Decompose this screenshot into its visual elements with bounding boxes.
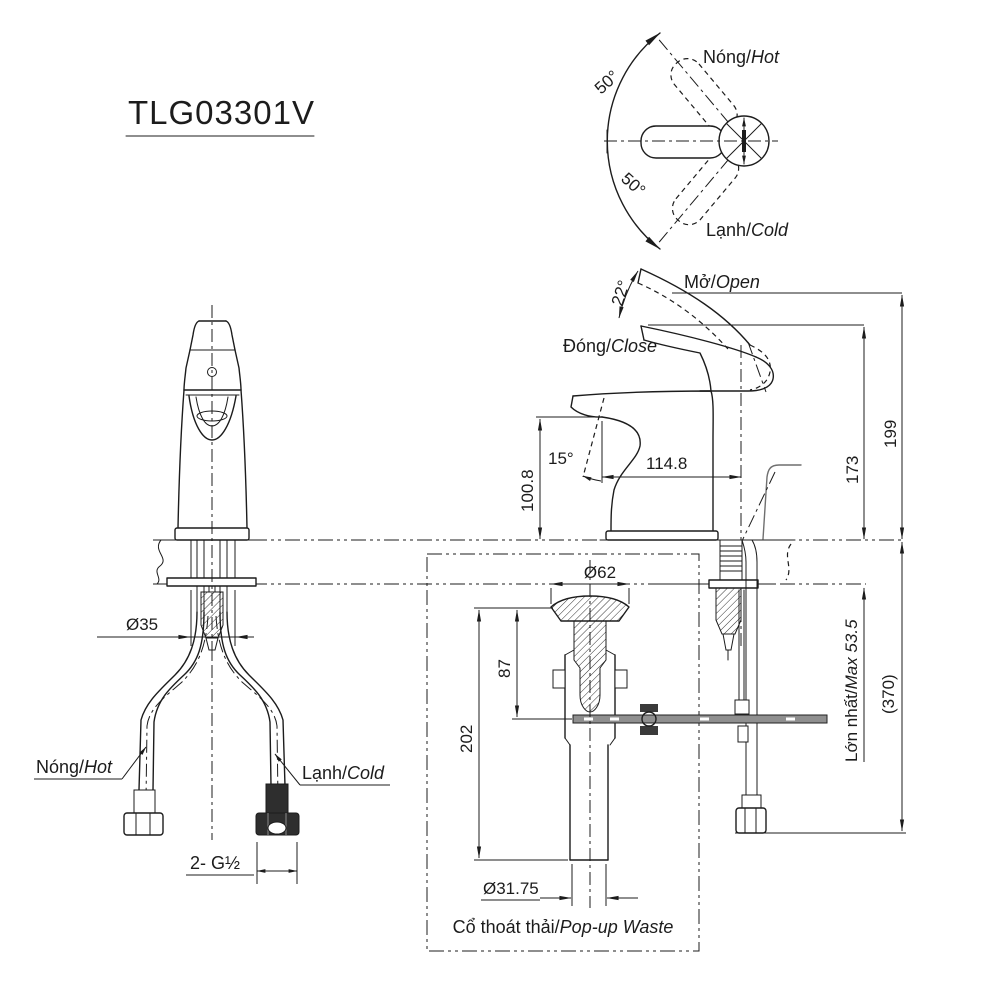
open-lever-top	[640, 268, 751, 346]
open-lever-bottom	[637, 282, 729, 350]
lift-rod	[762, 464, 802, 540]
hot-label-front: Nóng/Hot	[36, 757, 113, 777]
max-counter-dim: Lớn nhất/Max 53.5	[842, 619, 861, 762]
counter-lines	[153, 539, 903, 585]
handle-center-position	[640, 125, 726, 159]
open-angle: 22°	[608, 278, 634, 308]
waste-length-dim: 202	[457, 725, 476, 753]
handle-cold-position	[658, 39, 745, 142]
spout-angle-ref	[582, 397, 605, 478]
spout-underside	[601, 416, 641, 532]
front-view: Ø35 Nóng/Hot Lạnh/Cold 2- G½	[34, 305, 390, 884]
hose-right-inner	[219, 611, 272, 787]
spout-arch-outer	[188, 395, 237, 441]
popup-boundary-box	[426, 553, 700, 952]
total-height-dim: 199	[881, 420, 900, 448]
body-right-profile	[572, 390, 714, 532]
handle-hot-position	[658, 140, 745, 243]
cold-label-top: Lạnh/Cold	[706, 220, 789, 240]
spout-tip	[570, 395, 603, 418]
model-number: TLG03301V	[128, 94, 315, 131]
pipe-dia-dim: Ø31.75	[483, 879, 539, 898]
handle-right	[234, 349, 242, 391]
rod-ball-joint	[641, 711, 657, 727]
rod-clevis	[734, 699, 750, 715]
handle-left	[183, 349, 191, 391]
flange-dia-dim: Ø62	[584, 563, 616, 582]
side-washer	[708, 579, 759, 589]
hose-nut-left	[123, 812, 164, 836]
side-view: 22° Mở/Open Đóng/Close 15° 100.8 114.8 1…	[518, 268, 906, 834]
spout-reach-dim: 114.8	[646, 454, 687, 473]
hose-coupling-side	[741, 794, 762, 809]
hose-right-outer	[226, 611, 286, 787]
open-cap	[749, 344, 771, 391]
top-view: 50° 50° Nóng/Hot Lạnh/Cold	[591, 32, 789, 250]
side-lock-nut	[715, 587, 742, 635]
insert-depth-dim: 87	[495, 659, 514, 678]
body-right	[240, 389, 248, 529]
rod-clamp-upper	[640, 704, 658, 712]
cold-label-front: Lạnh/Cold	[302, 763, 385, 783]
left-break-line	[156, 539, 164, 585]
closed-cap	[699, 356, 775, 392]
spout-angle: 15°	[548, 449, 574, 468]
open-label: Mở/Open	[684, 272, 760, 292]
hose-sleeve-right	[265, 783, 289, 815]
swing-angle-upper: 50°	[591, 67, 623, 98]
hose-left-outer	[138, 611, 198, 791]
housing-tab-right	[614, 669, 628, 689]
hose-nut-side	[735, 807, 767, 834]
popup-waste-caption: Cổ thoát thải/Pop-up Waste	[453, 917, 674, 937]
hole-dia-dim: Ø35	[126, 615, 158, 634]
handle-height-dim: 173	[843, 456, 862, 484]
close-label: Đóng/Close	[563, 336, 657, 356]
title-block: TLG03301V	[125, 94, 315, 137]
swing-angle-lower: 50°	[617, 169, 649, 200]
housing-tab-left	[552, 669, 566, 689]
body-left	[177, 389, 185, 529]
popup-waste-view: Ø62 87 202 Ø31.75 Cổ thoát thải/Pop-up W…	[426, 553, 828, 952]
handle-button	[207, 367, 217, 377]
hot-label-top: Nóng/Hot	[703, 47, 780, 67]
right-break-line	[785, 543, 792, 581]
hose-length-dim: (370)	[879, 674, 898, 714]
closed-lever-top	[640, 325, 757, 358]
hose-right-centerline	[215, 615, 279, 801]
hose-coupling-left	[133, 789, 156, 814]
hose-left-centerline	[145, 615, 209, 801]
rod-clamp-lower	[640, 726, 658, 735]
closed-lever-bottom	[643, 339, 712, 392]
side-under-counter	[708, 539, 767, 834]
thread-spec-dim: 2- G½	[190, 853, 240, 873]
open-angle-arc	[618, 270, 639, 319]
spout-height-dim: 100.8	[518, 469, 537, 512]
side-base-flange	[605, 530, 719, 541]
